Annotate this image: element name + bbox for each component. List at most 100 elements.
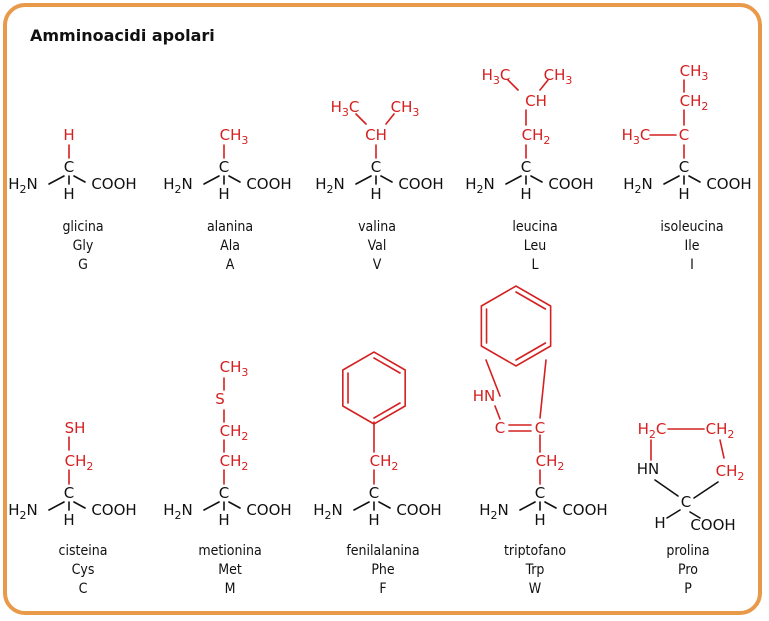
alpha-carbon: C <box>64 158 74 176</box>
alpha-carbon: C <box>535 484 545 502</box>
amino-group: H2N <box>163 501 193 522</box>
bond-line <box>353 501 370 511</box>
bond-line <box>654 479 679 497</box>
amino-acid-abbr3: Met <box>218 562 242 578</box>
bond-line <box>539 79 549 91</box>
side-chain-ch2: CH2 <box>680 92 709 113</box>
bond-line <box>73 175 86 183</box>
carboxyl-group: COOH <box>91 501 136 519</box>
carboxyl-group: COOH <box>396 501 441 519</box>
bond-line <box>48 175 65 185</box>
bond-line <box>663 175 680 185</box>
side-chain-ch2: CH2 <box>65 452 94 473</box>
side-chain-c: C <box>535 419 545 437</box>
carboxyl-group: COOH <box>246 501 291 519</box>
bond-line <box>494 405 501 420</box>
bond-line <box>530 175 543 183</box>
amino-group: H2N <box>313 501 343 522</box>
alpha-carbon: C <box>219 158 229 176</box>
alpha-carbon: C <box>371 158 381 176</box>
amino-acid-label-isoleucina: isoleucina Ile I <box>627 218 757 275</box>
amino-group: H2N <box>465 175 495 196</box>
side-chain-ch2: CH2 <box>370 452 399 473</box>
bond-line <box>507 79 519 91</box>
side-chain-ch2: CH2 <box>716 462 745 483</box>
double-bond-line <box>373 357 401 374</box>
carboxyl-group: COOH <box>398 175 443 193</box>
amino-acid-label-glicina: glicina Gly G <box>18 218 148 275</box>
amino-acid-abbr3: Cys <box>71 562 95 578</box>
amino-acid-abbr3: Gly <box>72 238 94 254</box>
amino-acid-label-triptofano: triptofano Trp W <box>470 542 600 599</box>
side-chain-methyl: CH3 <box>220 126 249 147</box>
amino-acid-abbr1: M <box>224 581 236 597</box>
bond-line <box>519 501 536 511</box>
amino-group: H2N <box>8 501 38 522</box>
amino-acid-label-valina: valina Val V <box>312 218 442 275</box>
alpha-carbon: C <box>521 158 531 176</box>
amino-group: H2N <box>479 501 509 522</box>
alpha-hydrogen: H <box>218 185 229 203</box>
side-chain-sulfur: S <box>215 390 225 408</box>
alpha-hydrogen: H <box>63 185 74 203</box>
side-chain-methyl: CH3 <box>220 358 249 379</box>
carboxyl-group: COOH <box>246 175 291 193</box>
amino-acid-abbr3: Phe <box>371 562 395 578</box>
side-chain-ch: CH <box>525 92 547 110</box>
side-chain-nh: HN <box>473 387 496 405</box>
amino-acid-label-fenilalanina: fenilalanina Phe F <box>318 542 448 599</box>
bond-line <box>203 501 220 511</box>
amino-acid-abbr1: F <box>379 581 387 597</box>
amino-acid-abbr3: Val <box>367 238 387 254</box>
alpha-hydrogen: H <box>534 511 545 529</box>
panel-title: Amminoacidi apolari <box>30 26 215 45</box>
bond-line <box>666 509 681 519</box>
carboxyl-group: COOH <box>690 516 735 534</box>
bond-line <box>228 501 241 509</box>
bond-line <box>203 175 220 185</box>
amino-acid-name: triptofano <box>503 543 567 559</box>
amino-acid-name: valina <box>358 219 396 235</box>
bond-line <box>539 359 547 419</box>
amino-acid-name: glicina <box>62 219 104 235</box>
amino-acid-abbr3: Leu <box>523 238 547 254</box>
alpha-hydrogen: H <box>678 185 689 203</box>
amino-group: H2N <box>623 175 653 196</box>
side-chain-ch2: CH2 <box>522 126 551 147</box>
amino-group: H2N <box>8 175 38 196</box>
alpha-hydrogen: H <box>368 511 379 529</box>
amino-acid-name: alanina <box>206 219 254 235</box>
amino-acid-name: leucina <box>512 219 558 235</box>
amino-acid-abbr3: Trp <box>525 562 545 578</box>
double-bond-line <box>373 402 401 419</box>
bond-line <box>48 501 65 511</box>
side-chain-methyl: CH3 <box>391 98 420 119</box>
amino-acid-abbr3: Pro <box>678 562 698 578</box>
bond-line <box>228 175 241 183</box>
alpha-hydrogen: H <box>654 514 665 532</box>
carboxyl-group: COOH <box>706 175 751 193</box>
bond-line <box>355 113 367 125</box>
amino-acid-label-prolina: prolina Pro P <box>623 542 753 599</box>
amino-acid-name: cisteina <box>58 543 108 559</box>
amino-acid-abbr1: C <box>78 581 88 597</box>
amino-acid-label-cisteina: cisteina Cys C <box>18 542 148 599</box>
side-chain-hydrogen: H <box>63 126 74 144</box>
panel-frame <box>3 3 762 615</box>
amino-acid-name: fenilalanina <box>346 543 420 559</box>
side-chain-ch2: H2C <box>638 420 667 441</box>
side-chain-c: C <box>495 419 505 437</box>
side-chain-thiol: SH <box>65 419 86 437</box>
carboxyl-group: COOH <box>91 175 136 193</box>
amino-acid-abbr1: V <box>372 257 382 273</box>
amino-acid-abbr1: P <box>684 581 692 597</box>
amino-acid-name: isoleucina <box>660 219 724 235</box>
alpha-hydrogen: H <box>218 511 229 529</box>
amino-acid-label-alanina: alanina Ala A <box>165 218 295 275</box>
side-chain-c: C <box>679 126 689 144</box>
amino-acid-label-leucina: leucina Leu L <box>470 218 600 275</box>
bond-line <box>378 501 391 509</box>
bond-line <box>689 511 701 519</box>
alpha-hydrogen: H <box>370 185 381 203</box>
